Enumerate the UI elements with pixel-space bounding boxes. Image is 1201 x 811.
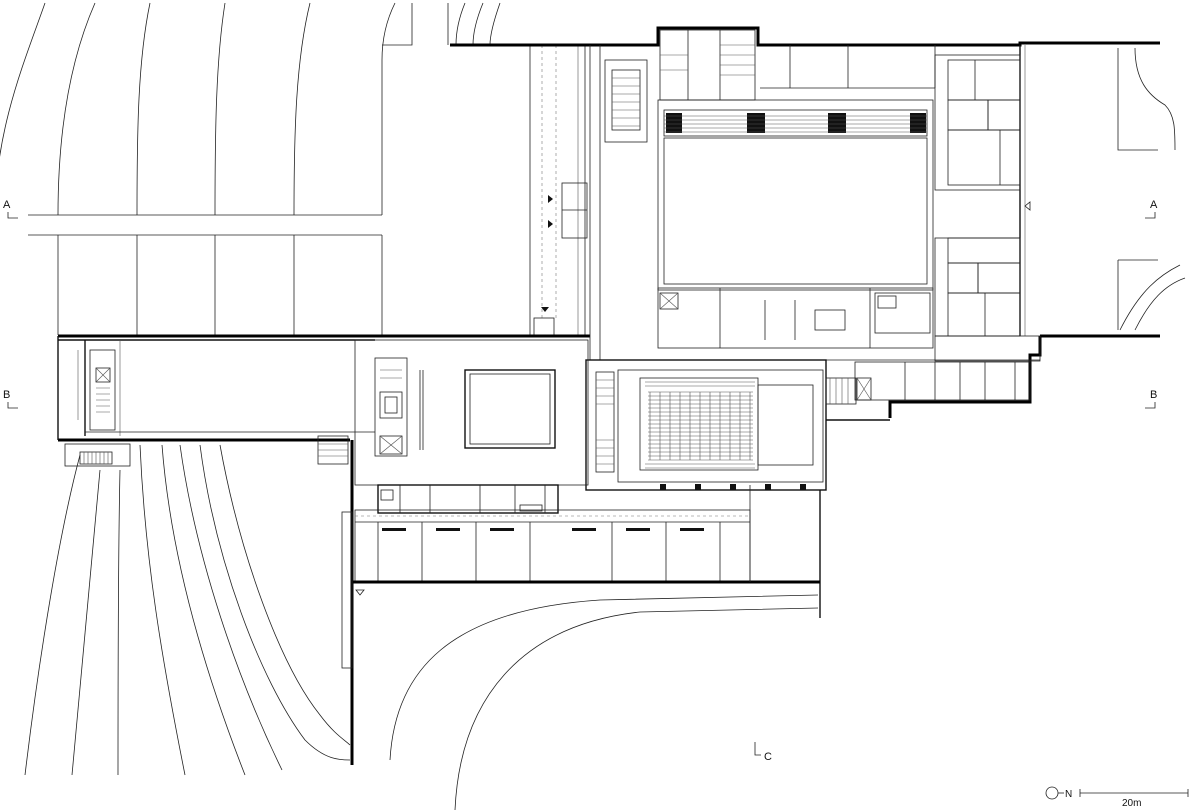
top-stair-cores xyxy=(604,29,936,143)
gymnasium-hall xyxy=(657,99,934,291)
central-hall xyxy=(354,339,589,486)
auditorium xyxy=(585,359,890,618)
terrain-right xyxy=(1117,47,1186,331)
outer-walls xyxy=(57,26,1160,442)
north-label: N xyxy=(1065,789,1072,800)
section-marker-b-left: B xyxy=(3,389,18,409)
scale-bar: 20m xyxy=(1079,789,1189,809)
section-marker-c: C xyxy=(754,742,772,763)
section-label-c: C xyxy=(764,751,772,763)
terrain-contours-top xyxy=(0,2,501,335)
service-rooms xyxy=(377,484,559,514)
terrain-contours-bottom xyxy=(24,444,351,776)
section-label-b-left: B xyxy=(3,389,10,401)
classroom-strip xyxy=(341,440,820,765)
section-label-a-left: A xyxy=(3,199,11,211)
scale-bar-label: 20m xyxy=(1122,798,1141,809)
driveway xyxy=(529,45,588,336)
right-wing-rooms xyxy=(934,54,1031,337)
section-marker-b-right: B xyxy=(1145,389,1157,409)
north-arrow-icon: N xyxy=(1045,786,1072,800)
auditorium-seating xyxy=(648,391,753,461)
left-slab xyxy=(64,349,349,467)
driveway-ramp xyxy=(389,594,819,811)
section-label-a-right: A xyxy=(1150,199,1158,211)
south-rooms xyxy=(600,287,1041,362)
section-marker-a-right: A xyxy=(1145,199,1158,219)
section-marker-a-left: A xyxy=(3,199,18,219)
section-label-b-right: B xyxy=(1150,389,1157,401)
right-low-wing xyxy=(854,361,1031,401)
